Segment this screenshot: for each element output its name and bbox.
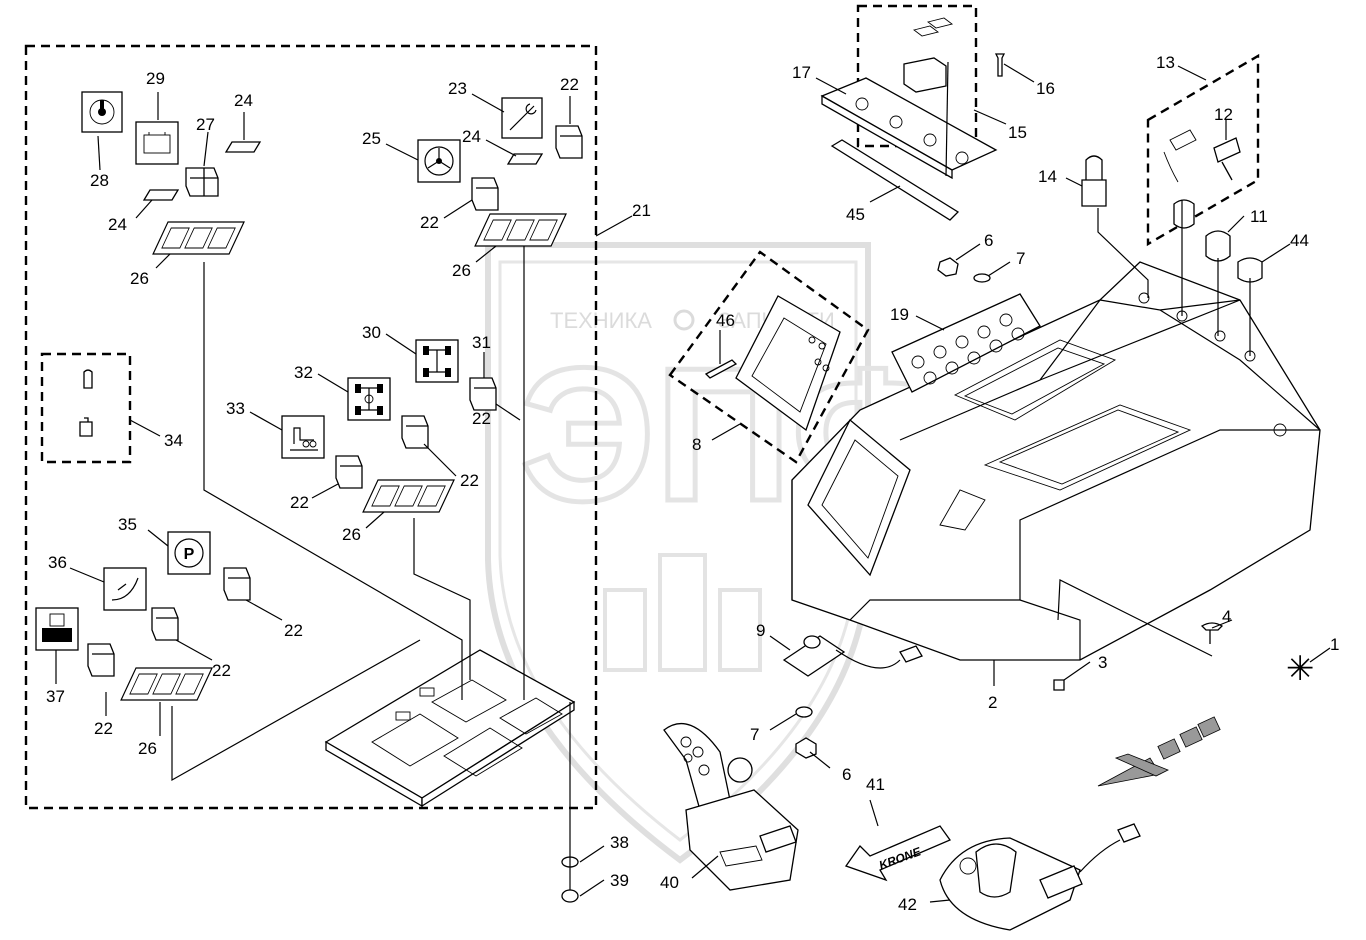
callout: 22 — [212, 661, 231, 680]
callout: 46 — [716, 311, 735, 330]
callout: 30 — [362, 323, 381, 342]
wrench-icon — [501, 97, 543, 139]
callout: 3 — [1098, 653, 1107, 672]
callout: 17 — [792, 63, 811, 82]
callout: 22 — [290, 493, 309, 512]
callout: 35 — [118, 515, 137, 534]
symbol-label-28 — [81, 91, 123, 133]
callout: 32 — [294, 363, 313, 382]
callout: 26 — [130, 269, 149, 288]
leader-lines — [55, 61, 1331, 903]
callout: 26 — [138, 739, 157, 758]
battery-icon — [135, 121, 179, 165]
callout: 12 — [1214, 105, 1233, 124]
callout: 21 — [632, 201, 651, 220]
callout: 22 — [420, 213, 439, 232]
cable-9 — [782, 635, 923, 677]
callout: 11 — [1250, 207, 1268, 226]
kit-8-boundary — [668, 250, 870, 464]
direction-arrow-icon — [1097, 716, 1221, 787]
steering-wheel-icon — [417, 139, 461, 183]
callouts: 1 2 3 4 6 6 7 7 8 9 11 12 13 14 15 16 17… — [46, 53, 1339, 914]
callout: 28 — [90, 171, 109, 190]
callout: 45 — [846, 205, 865, 224]
switch-kit: P — [35, 91, 583, 903]
callout: 25 — [362, 129, 381, 148]
callout: 22 — [284, 621, 303, 640]
callout: 24 — [462, 127, 481, 146]
callout: 37 — [46, 687, 65, 706]
callout: 6 — [842, 765, 851, 784]
switch-frames — [120, 213, 567, 701]
callout: 13 — [1156, 53, 1175, 72]
four-wheel-drive-icon — [415, 339, 459, 383]
joystick-40 — [663, 722, 799, 891]
callout: 44 — [1290, 231, 1309, 250]
parking-brake-icon: P — [167, 531, 211, 575]
callout: 4 — [1222, 607, 1231, 626]
display-frame-8 — [704, 295, 841, 432]
screw-16 — [994, 53, 1006, 77]
callout: 27 — [196, 115, 215, 134]
callout: 33 — [226, 399, 245, 418]
lever-42 — [939, 823, 1141, 931]
callout: 26 — [452, 261, 471, 280]
bracket-17 — [820, 77, 998, 180]
star-icon: ✳ — [1286, 649, 1315, 689]
callout: 31 — [472, 333, 491, 352]
control-board — [324, 649, 576, 808]
hinge-15 — [903, 17, 954, 93]
callout: 9 — [756, 621, 765, 640]
callout: 22 — [460, 471, 479, 490]
switch-kit-boundary — [24, 44, 598, 810]
callout: 42 — [898, 895, 917, 914]
panel-19 — [891, 293, 1041, 393]
callout: 6 — [984, 231, 993, 250]
callout: 24 — [108, 215, 127, 234]
kit-34-parts — [79, 369, 93, 437]
callout: 22 — [560, 75, 579, 94]
callout: 14 — [1038, 167, 1057, 186]
callout: 23 — [448, 79, 467, 98]
parking-symbol: P — [184, 546, 195, 563]
lift-arm-icon — [103, 567, 147, 611]
differential-lock-icon — [347, 377, 391, 421]
callout: 24 — [234, 91, 253, 110]
header-icon — [35, 607, 79, 651]
callout: 7 — [750, 725, 759, 744]
callout: 7 — [1016, 249, 1025, 268]
callout: 29 — [146, 69, 165, 88]
callout: 16 — [1036, 79, 1055, 98]
rail-45 — [830, 139, 960, 221]
callout: 1 — [1330, 635, 1339, 654]
callout: 39 — [610, 871, 629, 890]
key-switch-parts — [1081, 129, 1263, 283]
rocker-switches — [87, 125, 583, 677]
screw-46 — [704, 359, 738, 379]
callout: 34 — [164, 431, 183, 450]
callout: 8 — [692, 435, 701, 454]
seat-adjust-icon — [281, 415, 325, 459]
kit-13-boundary — [1146, 53, 1260, 247]
nut-39 — [561, 889, 579, 903]
callout: 19 — [890, 305, 909, 324]
callout: 40 — [660, 873, 679, 892]
callout: 22 — [94, 719, 113, 738]
watermark-left-word: ТЕХНИКА — [550, 308, 652, 333]
plates-24 — [142, 141, 544, 201]
callout: 36 — [48, 553, 67, 572]
console-assembly: KRONE ✳ — [663, 17, 1321, 931]
krone-logo-41: KRONE — [844, 825, 951, 882]
gear-icon — [673, 309, 695, 331]
callout: 26 — [342, 525, 361, 544]
callout: 2 — [988, 693, 997, 712]
callout: 22 — [472, 409, 491, 428]
callout: 15 — [1008, 123, 1027, 142]
callout: 41 — [866, 775, 885, 794]
callout: 38 — [610, 833, 629, 852]
kit-34-boundary — [40, 352, 132, 464]
